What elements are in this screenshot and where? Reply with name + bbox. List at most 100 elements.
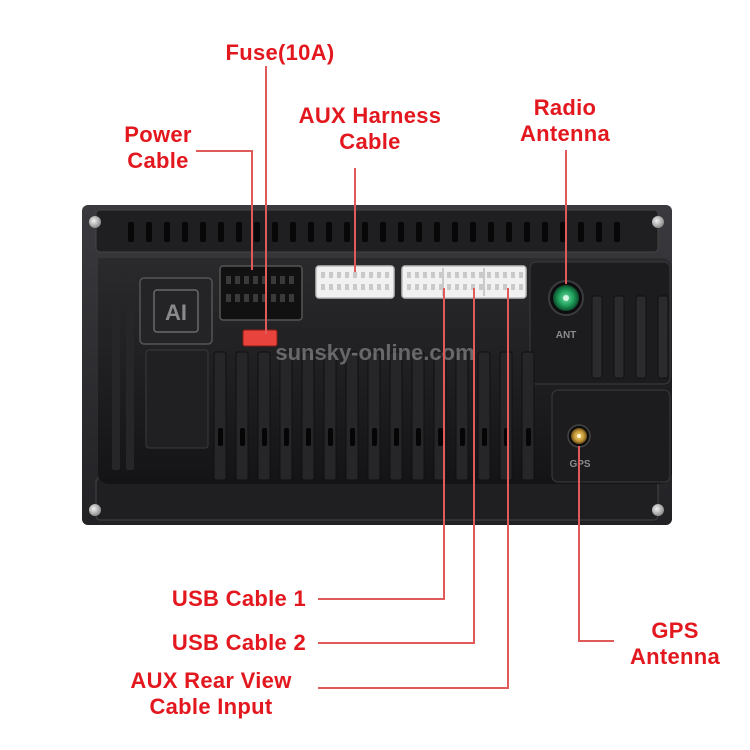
vent-slot <box>164 222 170 242</box>
body-rib <box>257 351 271 481</box>
callout-aux-rear-view: AUX Rear View Cable Input <box>106 668 316 720</box>
vent-slot <box>372 428 377 446</box>
body-rib <box>657 295 669 379</box>
screw <box>89 504 101 516</box>
top-strip <box>95 209 659 253</box>
connector-pin <box>471 284 475 290</box>
screw <box>652 504 664 516</box>
body-rib <box>455 351 469 481</box>
vent-slot <box>272 222 278 242</box>
connector-pin <box>447 284 451 290</box>
body-rib <box>367 351 381 481</box>
connector-pin <box>244 294 249 302</box>
callout-gps-line2: Antenna <box>629 644 721 669</box>
connector-pin <box>244 276 249 284</box>
callout-aux-harness-line1: AUX Harness <box>298 103 442 128</box>
vent-slot <box>262 428 267 446</box>
vent-slot <box>488 222 494 242</box>
connector-pin <box>369 272 373 278</box>
body-rib <box>301 351 315 481</box>
connector-pin <box>503 284 507 290</box>
vent-slot <box>526 428 531 446</box>
callout-usb1-text: USB Cable 1 <box>171 586 306 611</box>
ant-label: ANT <box>556 330 577 341</box>
connector-pin <box>262 276 267 284</box>
connector-pin <box>487 272 491 278</box>
connector-pin <box>415 272 419 278</box>
body-rib <box>112 300 120 470</box>
connector-pin <box>479 272 483 278</box>
connector-pin <box>407 272 411 278</box>
body-rib <box>389 351 403 481</box>
connector-pin <box>321 284 325 290</box>
leader-aux-rear <box>318 288 509 689</box>
vent-slot <box>326 222 332 242</box>
connector-pin <box>463 284 467 290</box>
vent-slot <box>290 222 296 242</box>
connector-pin <box>271 276 276 284</box>
connector-pin <box>431 272 435 278</box>
connector-pin <box>495 284 499 290</box>
body-rib <box>345 351 359 481</box>
connector-pin <box>423 272 427 278</box>
connector-pin <box>235 276 240 284</box>
connector-pin <box>455 272 459 278</box>
connector-pin <box>455 284 459 290</box>
body-rib <box>279 351 293 481</box>
connector-pin <box>345 272 349 278</box>
connector-pin <box>377 272 381 278</box>
vent-slot <box>578 222 584 242</box>
vent-slot <box>182 222 188 242</box>
connector-pin <box>271 294 276 302</box>
vent-slot <box>344 222 350 242</box>
connector-pin <box>439 272 443 278</box>
connector-pin <box>519 272 523 278</box>
vent-slot <box>542 222 548 242</box>
watermark: sunsky-online.com <box>275 340 474 365</box>
screw <box>89 216 101 228</box>
vent-slot <box>394 428 399 446</box>
connector-pin <box>345 284 349 290</box>
connector-pin <box>253 276 258 284</box>
connector-pin <box>377 284 381 290</box>
top-vents <box>128 222 620 242</box>
vent-slot <box>614 222 620 242</box>
body-rib <box>499 351 513 481</box>
gps-label: GPS <box>569 459 590 470</box>
body-rib <box>323 351 337 481</box>
bottom-strip <box>95 477 659 521</box>
connector-pin <box>280 276 285 284</box>
connector-pin <box>329 284 333 290</box>
leader-gps <box>578 446 614 642</box>
connector-pin <box>361 272 365 278</box>
gps-module <box>551 389 671 483</box>
vent-slot <box>380 222 386 242</box>
vent-slot <box>362 222 368 242</box>
vent-slot <box>524 222 530 242</box>
vent-slot <box>200 222 206 242</box>
vent-slot <box>128 222 134 242</box>
connector-pin <box>321 272 325 278</box>
vent-slot <box>398 222 404 242</box>
callout-power-line2: Cable <box>127 148 189 173</box>
leader-lines <box>196 66 614 689</box>
connector-pin <box>495 272 499 278</box>
body-rib <box>591 295 603 379</box>
connector-pin <box>337 284 341 290</box>
body-rib <box>635 295 647 379</box>
vent-slot <box>236 222 242 242</box>
gps-connector-pin <box>577 434 581 438</box>
vent-slot <box>146 222 152 242</box>
callout-fuse: Fuse(10A) <box>210 40 350 66</box>
connector-pin <box>479 284 483 290</box>
connector-pin <box>511 272 515 278</box>
callout-aux-rear-line2: Cable Input <box>149 694 273 719</box>
connector-pin <box>385 284 389 290</box>
body-rib <box>411 351 425 481</box>
callout-usb2-text: USB Cable 2 <box>171 630 306 655</box>
logo-text: AI <box>165 300 187 325</box>
callout-aux-harness-line2: Cable <box>339 129 401 154</box>
connector-pin <box>361 284 365 290</box>
vent-slot <box>306 428 311 446</box>
